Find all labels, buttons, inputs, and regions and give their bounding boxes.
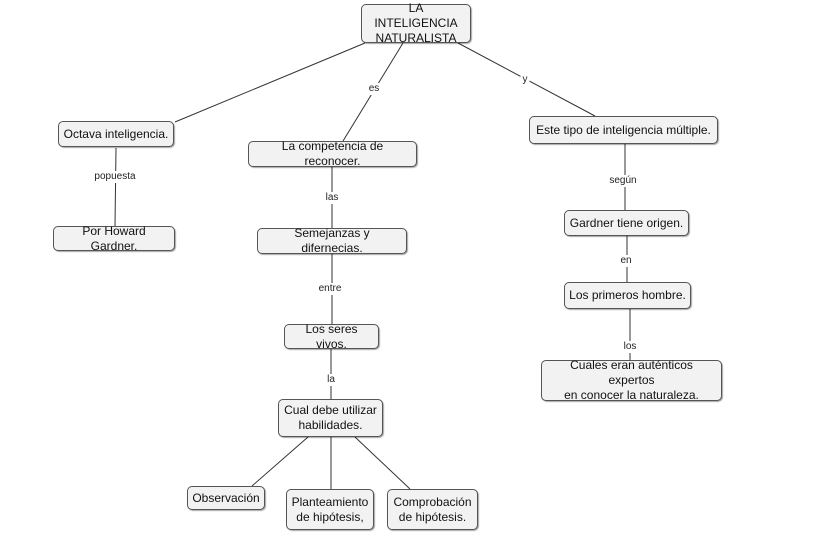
edge-root-octava [174,42,366,123]
node-seres-vivos[interactable]: Los seres vivos. [284,322,379,351]
link-label-los: los [621,341,639,353]
node-primeros-hombre[interactable]: Los primeros hombre. [564,282,691,309]
node-planteamiento[interactable]: Planteamiento de hipótesis, [286,489,374,530]
node-cuales-expertos[interactable]: Cuales eran auténticos expertos en conoc… [541,358,722,402]
link-label-en: en [618,255,634,267]
node-por-howard-gardner[interactable]: Por Howard Gardner. [53,224,175,253]
link-label-las: las [323,192,341,204]
link-label-la: la [325,374,337,386]
edge-habilidades-observacion [251,436,309,487]
node-observacion[interactable]: Observación [187,486,265,510]
link-label-segun: según [607,175,639,187]
link-label-es: es [366,83,382,95]
node-semejanzas[interactable]: Semejanzas y difernecias. [257,226,407,255]
link-label-entre: entre [316,283,344,295]
node-habilidades[interactable]: Cual debe utilizar habilidades. [278,399,383,437]
node-comprobacion[interactable]: Comprobación de hipótesis. [387,489,478,530]
node-tipo-inteligencia[interactable]: Este tipo de inteligencia múltiple. [529,116,718,144]
link-label-y: y [520,74,530,86]
node-root[interactable]: LA INTELIGENCIA NATURALISTA [361,1,471,45]
node-octava-inteligencia[interactable]: Octava inteligencia. [58,121,174,147]
node-competencia[interactable]: La competencia de reconocer. [248,139,417,168]
node-gardner-origen[interactable]: Gardner tiene origen. [564,210,689,236]
link-label-popuesta: popuesta [92,171,138,183]
edge-habilidades-comprobacion [354,436,411,490]
edge-octava-gardner [114,147,117,227]
